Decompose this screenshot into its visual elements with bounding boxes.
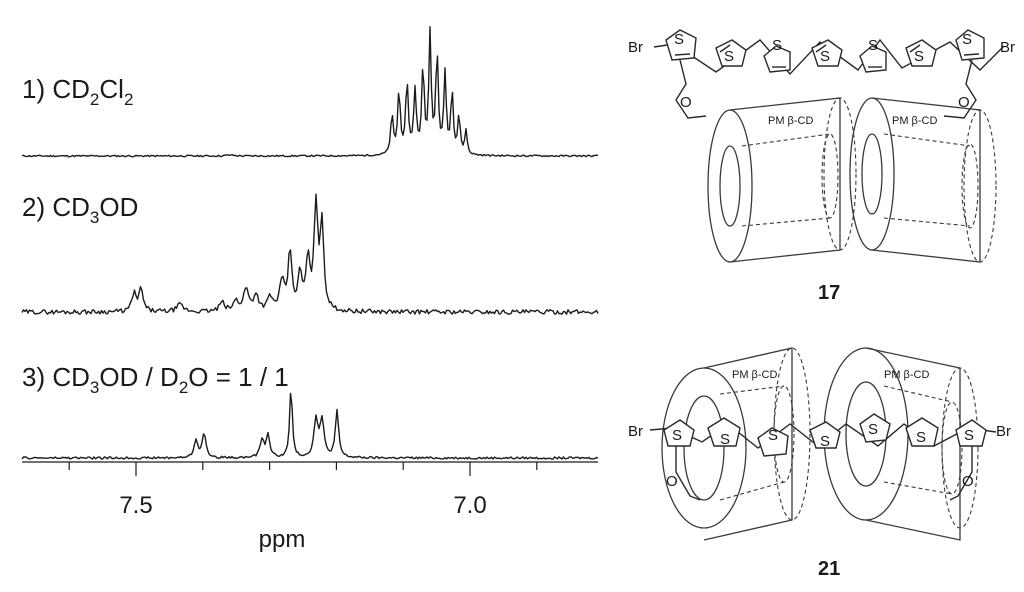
atom-s-1: S	[674, 31, 684, 48]
compound-label-21: 21	[818, 558, 840, 580]
thiophene-ring	[715, 39, 747, 67]
spectrum-label-3: 3) CD3OD / D2O = 1 / 1	[22, 362, 289, 397]
atom-o-left-21: O	[666, 473, 678, 490]
thiophene-ring	[905, 39, 937, 67]
thiophene-ring	[859, 413, 891, 443]
thiophene-ring	[757, 427, 789, 457]
x-axis-label: ppm	[259, 526, 306, 553]
compound-label-17: 17	[818, 282, 840, 304]
spectrum-trace-1	[21, 26, 599, 158]
atom-s-6: S	[914, 48, 924, 65]
thiophene-ring	[859, 45, 887, 73]
atom-br-left: Br	[628, 39, 643, 56]
structure-17: Br S S S S S S S Br O O PM β-CD	[628, 29, 1015, 304]
cyclodextrin-label-right-21: PM β-CD	[884, 369, 929, 381]
atom-s-21-2: S	[720, 431, 730, 448]
x-axis-ticks	[68, 462, 538, 476]
atom-s-21-5: S	[868, 421, 878, 438]
thiophene-ring	[665, 29, 697, 61]
structure-21: PM β-CD PM β-CD Br S S S S S S S Br	[628, 347, 1011, 580]
atom-s-7: S	[962, 31, 972, 48]
linker-right	[943, 59, 977, 119]
atom-br-left-21: Br	[628, 423, 643, 440]
cyclodextrin-right-21: PM β-CD	[823, 347, 979, 541]
cyclodextrin-right: PM β-CD	[849, 97, 997, 263]
atom-o-right: O	[958, 94, 970, 111]
linker-left	[675, 59, 707, 119]
atom-br-right: Br	[1000, 39, 1015, 56]
spectrum-trace-3	[21, 392, 599, 460]
cyclodextrin-left: PM β-CD	[707, 97, 857, 263]
cyclodextrin-left-21: PM β-CD	[661, 347, 811, 541]
linker-right-21	[949, 446, 973, 501]
spectrum-trace-2	[21, 193, 599, 315]
thiophene-ring	[763, 45, 791, 73]
atom-o-right-21: O	[962, 473, 974, 490]
linker-left-21	[675, 446, 701, 501]
atom-s-3: S	[772, 37, 782, 54]
thiophene-ring	[707, 417, 741, 447]
atom-s-2: S	[724, 48, 734, 65]
atom-s-21-1: S	[672, 427, 682, 444]
thiophene-ring	[811, 39, 843, 67]
cyclodextrin-label-left-21: PM β-CD	[732, 369, 777, 381]
atom-s-21-3: S	[768, 427, 778, 444]
spectrum-label-1: 1) CD2Cl2	[22, 74, 133, 109]
atom-s-21-7: S	[964, 427, 974, 444]
cyclodextrin-label-right: PM β-CD	[892, 115, 937, 127]
atom-br-right-21: Br	[996, 423, 1011, 440]
thiophene-ring	[955, 419, 987, 447]
cyclodextrin-label-left: PM β-CD	[768, 115, 813, 127]
tick-label-7-0: 7.0	[453, 492, 486, 519]
atom-o-left: O	[680, 94, 692, 111]
thiophene-ring	[905, 417, 939, 447]
atom-s-4: S	[820, 48, 830, 65]
thiophene-ring	[663, 419, 695, 447]
thiophene-ring	[955, 29, 985, 61]
nmr-panel: 1) CD2Cl2 2) CD3OD 3) CD3OD / D2O = 1 / …	[21, 26, 599, 553]
atom-s-5: S	[868, 37, 878, 54]
thiophene-ring	[809, 421, 841, 449]
atom-s-21-4: S	[820, 433, 830, 450]
spectrum-label-2: 2) CD3OD	[22, 192, 138, 227]
atom-s-21-6: S	[916, 429, 926, 446]
tick-label-7-5: 7.5	[119, 492, 152, 519]
